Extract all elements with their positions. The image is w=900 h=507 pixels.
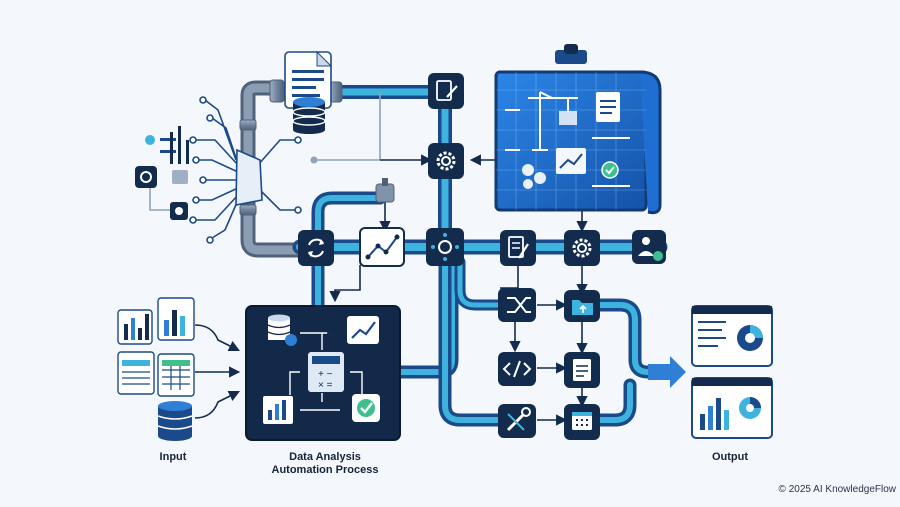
process-title-line1: Data Analysis <box>289 451 361 463</box>
mini-widgets <box>135 126 189 220</box>
output-arrow <box>648 356 686 388</box>
wrench-icon[interactable] <box>498 404 536 438</box>
calendar-icon[interactable] <box>564 404 600 440</box>
valve-icon <box>375 178 395 203</box>
spreadsheet-icon-2 <box>157 353 195 397</box>
output-dashboard-bars <box>691 377 773 439</box>
database-icon <box>292 97 326 134</box>
gear-icon-2[interactable] <box>564 230 600 266</box>
database-icon <box>267 314 297 346</box>
gear-icon[interactable] <box>428 143 464 179</box>
input-label: Input <box>159 451 187 463</box>
input-bar-chart-icon <box>117 309 153 345</box>
crane-icon <box>528 91 578 151</box>
checklist-icon[interactable] <box>500 230 536 266</box>
sync-icon[interactable] <box>298 230 334 266</box>
user-check-icon[interactable] <box>632 230 666 264</box>
input-database-icon <box>157 401 193 441</box>
shuffle-icon[interactable] <box>498 288 536 322</box>
calculator-icon: + − × = <box>308 352 344 392</box>
svg-text:× =: × = <box>318 380 333 391</box>
file-text-icon[interactable] <box>564 352 600 388</box>
connector-lines <box>194 92 588 426</box>
blueprint-icon <box>494 44 662 215</box>
process-box: + − × = <box>245 305 401 441</box>
network-chart-icon[interactable] <box>359 227 405 267</box>
output-dashboard-pie <box>691 305 773 367</box>
circuit-icon <box>149 96 302 244</box>
svg-text:+ −: + − <box>318 369 333 380</box>
check-circle-icon <box>352 394 380 422</box>
output-label: Output <box>711 451 749 463</box>
folder-upload-icon[interactable] <box>564 290 600 322</box>
edit-document-icon[interactable] <box>428 73 464 109</box>
spreadsheet-icon <box>117 351 155 395</box>
code-icon[interactable] <box>498 352 536 386</box>
process-title-line2: Automation Process <box>271 464 379 476</box>
trend-up-icon <box>347 316 379 344</box>
document-icon <box>284 50 333 109</box>
copyright-text: © 2025 AI KnowledgeFlow <box>778 484 896 495</box>
hub-icon[interactable] <box>426 228 464 266</box>
pipe-network <box>239 79 672 427</box>
input-bar-chart-icon-2 <box>157 297 195 341</box>
bar-chart-icon <box>263 396 293 424</box>
